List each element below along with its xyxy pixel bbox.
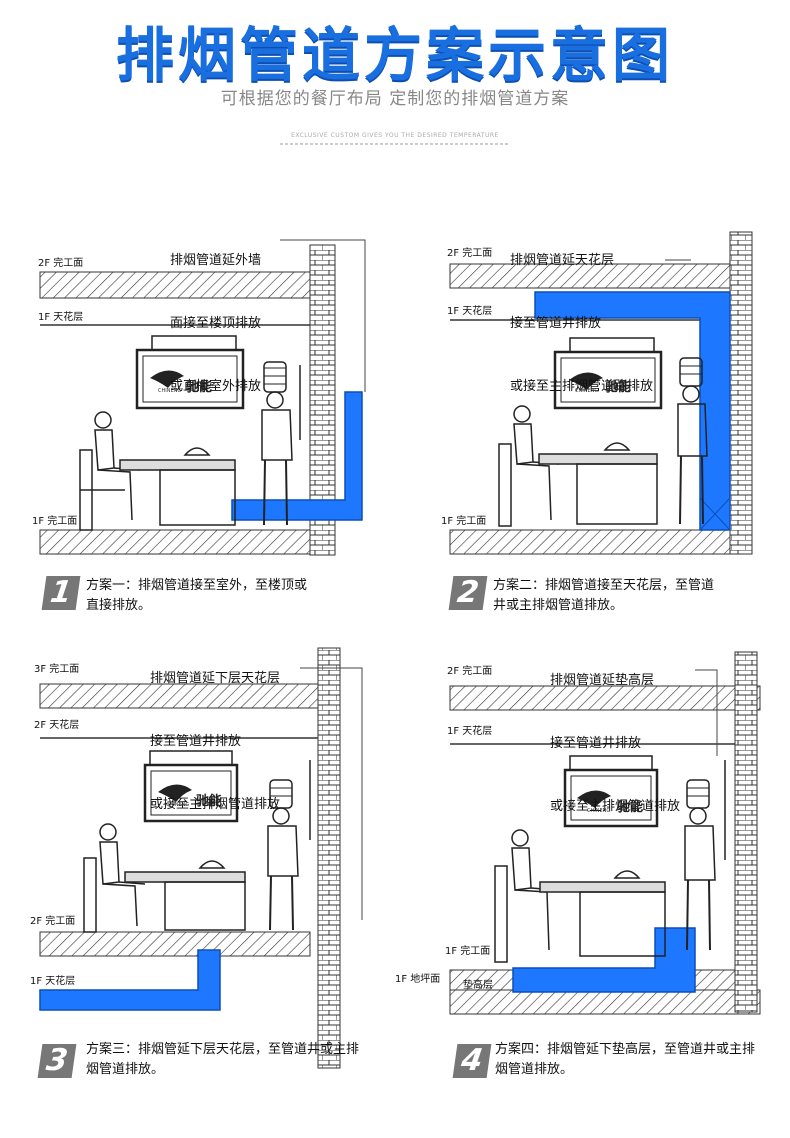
page-title: 排烟管道方案示意图 — [115, 21, 674, 89]
floor-label: 垫高层 — [463, 980, 493, 991]
scheme-1-badge: 1 — [41, 575, 81, 610]
floor-label: 2F 完工面 — [447, 666, 493, 677]
scheme-4-note-line: 排烟管道延垫高层 — [550, 673, 655, 688]
scheme-4-note-line: 或接至主排烟管道排放 — [550, 799, 681, 814]
scheme-2-note-line: 接至管道井排放 — [510, 316, 602, 331]
floor-label: 2F 完工面 — [30, 916, 76, 927]
page-subtitle: 可根据您的餐厅布局 定制您的排烟管道方案 — [220, 89, 570, 109]
scheme-1-panel: 排烟管道延外墙 面接至楼顶排放 或直接室外排放 2F 完工面 1F 天花层 1F… — [0, 0, 395, 620]
scheme-2-caption: 方案二：排烟管道接至天花层，至管道井或主排烟管道排放。 — [493, 578, 715, 613]
scheme-3-panel: 排烟管道延下层天花层 接至管道井排放 或接至主排烟管道排放 3F 完工面 2F … — [0, 620, 395, 1138]
brand-logo: 驰能 — [605, 380, 632, 395]
scheme-3-caption: 方案三：排烟管延下层天花层，至管道井或主排烟管道排放。 — [86, 1042, 360, 1077]
scheme-4-note: 排烟管道延垫高层 接至管道井排放 或接至主排烟管道排放 — [550, 628, 680, 859]
floor-label: 2F 天花层 — [34, 720, 80, 731]
floor-label: 1F 完工面 — [445, 946, 491, 957]
scheme-4-illustration — [449, 651, 761, 1015]
brand-logo: 驰能 — [617, 800, 644, 815]
brand-logo-en: CHINENG — [166, 802, 190, 808]
scheme-1-illustration — [39, 239, 366, 556]
scheme-1-note: 排烟管道延外墙 面接至楼顶排放 或直接室外排放 — [170, 208, 261, 439]
scheme-1-note-line: 排烟管道延外墙 — [170, 253, 262, 268]
scheme-2-illustration — [449, 231, 753, 555]
scheme-2-note: 排烟管道延天花层 接至管道井排放 或接至主排烟管道路排放 — [510, 208, 653, 439]
scheme-4-caption: 方案四：排烟管延下垫高层，至管道井或主排烟管道排放。 — [495, 1042, 756, 1077]
brand-logo: 驰能 — [186, 380, 213, 395]
scheme-2-note-line: 或接至主排烟管道路排放 — [510, 379, 654, 394]
floor-label: 1F 天花层 — [447, 306, 493, 317]
brand-logo-en: CHINENG — [575, 388, 599, 394]
floor-label: 2F 完工面 — [447, 248, 493, 259]
scheme-1-note-line: 面接至楼顶排放 — [170, 316, 262, 331]
floor-label: 3F 完工面 — [34, 664, 80, 675]
scheme-2-panel: 排烟管道延天花层 接至管道井排放 或接至主排烟管道路排放 2F 完工面 1F 天… — [395, 0, 790, 620]
floor-label: 1F 天花层 — [38, 312, 84, 323]
scheme-2-note-line: 排烟管道延天花层 — [510, 253, 615, 268]
floor-label: 1F 地坪面 — [395, 974, 441, 985]
floor-label: 1F 完工面 — [32, 516, 78, 527]
scheme-4-panel: 排烟管道延垫高层 接至管道井排放 或接至主排烟管道排放 2F 完工面 1F 天花… — [395, 620, 790, 1138]
scheme-3-note: 排烟管道延下层天花层 接至管道井排放 或接至主排烟管道排放 — [150, 626, 280, 857]
scheme-3-note-line: 接至管道井排放 — [150, 734, 242, 749]
scheme-4-badge: 4 — [452, 1043, 492, 1078]
floor-label: 1F 完工面 — [441, 516, 487, 527]
tagline-rule — [280, 143, 510, 145]
scheme-3-badge: 3 — [37, 1043, 77, 1078]
brand-logo: 驰能 — [196, 794, 223, 809]
brand-logo-en: CHINENG — [158, 388, 182, 394]
floor-label: 1F 天花层 — [30, 976, 76, 987]
scheme-3-note-line: 或接至主排烟管道排放 — [150, 797, 281, 812]
scheme-3-illustration — [39, 647, 363, 1069]
scheme-3-note-line: 排烟管道延下层天花层 — [150, 671, 281, 686]
brand-logo-en: CHINENG — [587, 808, 611, 814]
scheme-4-note-line: 接至管道井排放 — [550, 736, 642, 751]
floor-label: 2F 完工面 — [38, 258, 84, 269]
scheme-1-caption: 方案一：排烟管道接至室外，至楼顶或直接排放。 — [86, 578, 308, 613]
scheme-2-badge: 2 — [448, 575, 488, 610]
floor-label: 1F 天花层 — [447, 726, 493, 737]
tagline: EXCLUSIVE CUSTOM GIVES YOU THE DESIRED T… — [291, 132, 499, 139]
scheme-1-note-line: 或直接室外排放 — [170, 379, 262, 394]
